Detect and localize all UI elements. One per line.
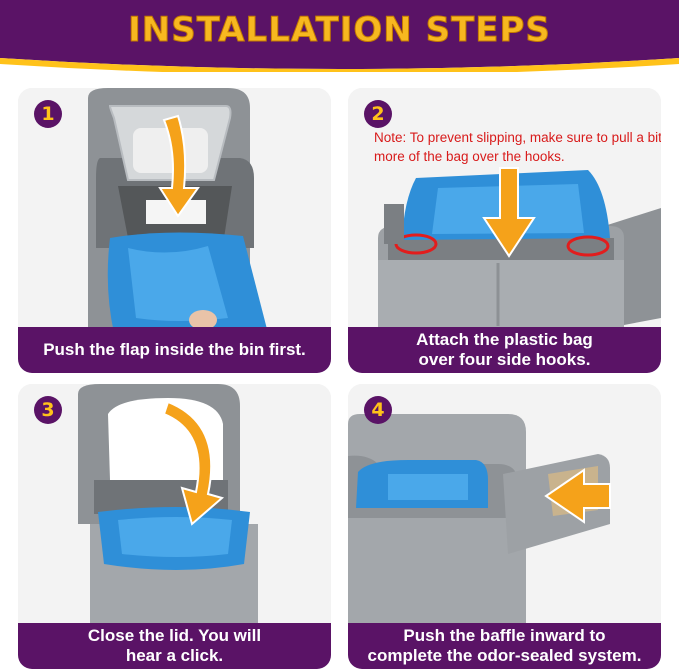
step-badge-3: 3 [34,396,62,424]
header-background [0,0,679,72]
hook-marker-icon [566,235,610,257]
step-caption-2: Attach the plastic bag over four side ho… [348,327,661,373]
step-card-3: 3 Close the lid. You will hear a click. [18,384,331,669]
bin-icon [348,414,526,624]
step-2-note: Note: To prevent slipping, make sure to … [374,130,661,164]
header-banner: INSTALLATION STEPS [0,0,679,72]
step-caption-1: Push the flap inside the bin first. [18,327,331,373]
step-4-photo [348,384,661,669]
step-card-2: 2 Note: To prevent slipping, make sure t… [348,88,661,373]
page-title: INSTALLATION STEPS [128,10,551,51]
step-2-photo [348,88,661,373]
arrow-icon [482,167,536,258]
step-badge-1: 1 [34,100,62,128]
step-3-photo [18,384,331,669]
arrow-icon [158,114,200,218]
step-caption-4: Push the baffle inward to complete the o… [348,623,661,669]
step-card-4: 4 Push the baffle inward to complete the… [348,384,661,669]
step-card-1: 1 Push the flap inside the bin first. [18,88,331,373]
step-caption-3: Close the lid. You will hear a click. [18,623,331,669]
arrow-icon [544,468,611,524]
step-badge-2: 2 [364,100,392,128]
step-1-photo [18,88,331,373]
step-badge-4: 4 [364,396,392,424]
arrow-icon [162,400,225,526]
